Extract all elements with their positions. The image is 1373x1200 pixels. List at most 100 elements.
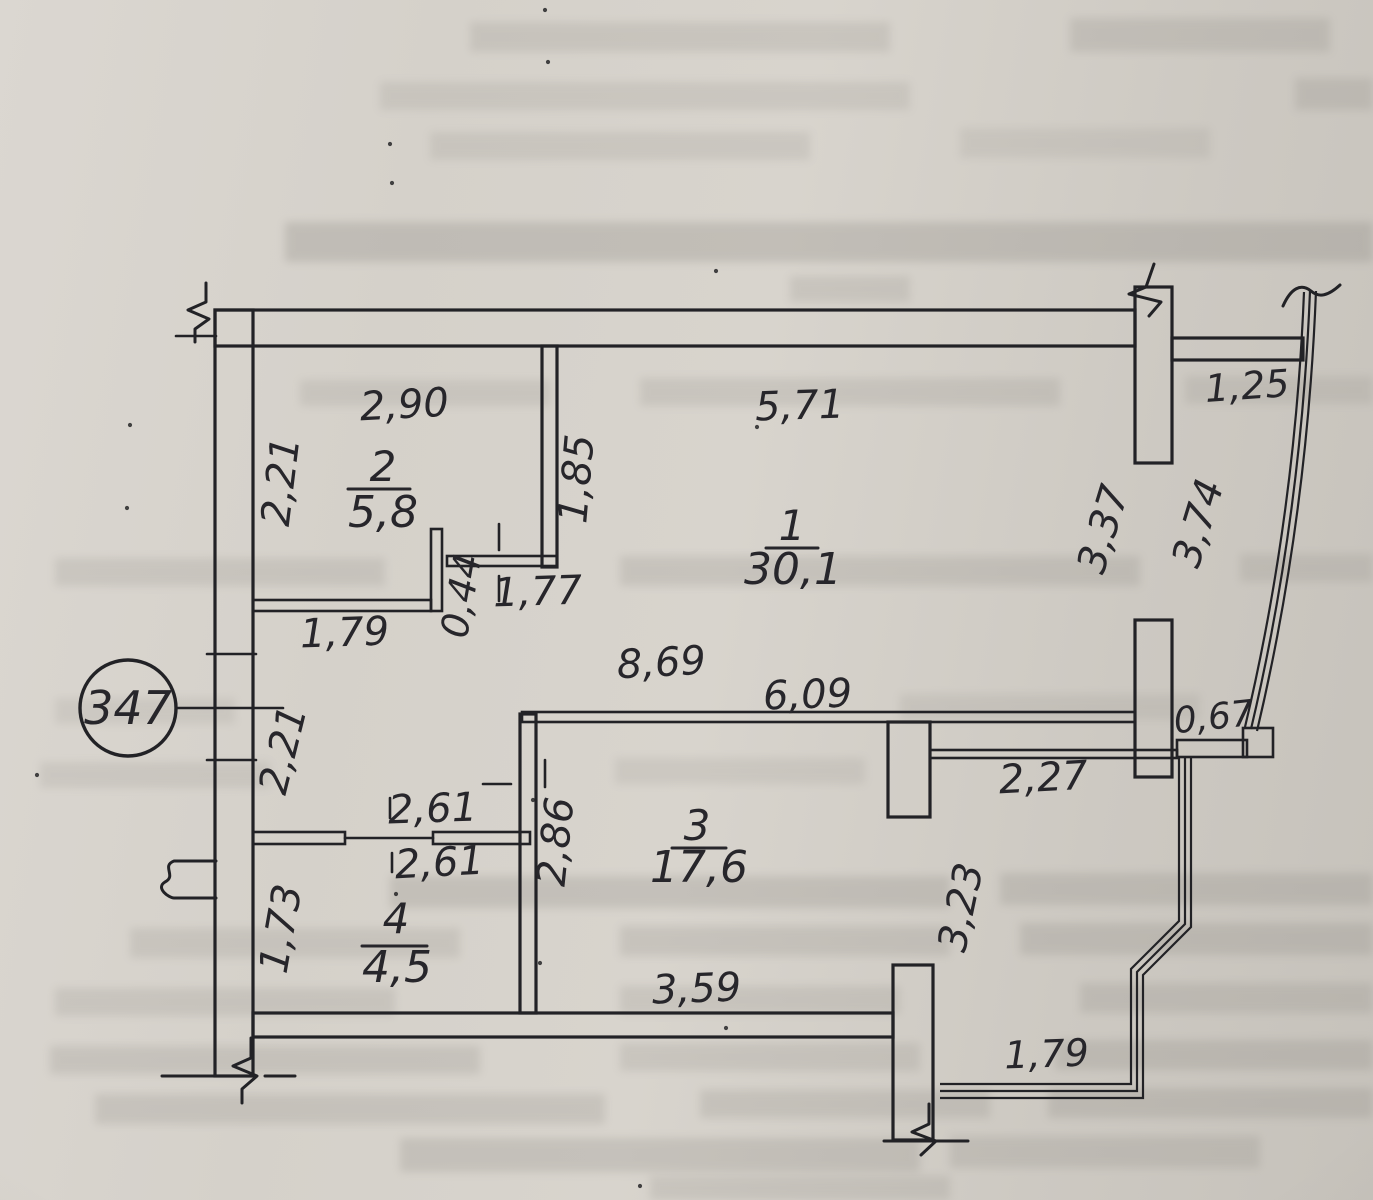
bleed-through-text-bar [615,758,865,784]
dim-1-79-loggia: 1,79 [1003,1031,1089,1078]
dimension-ticks [176,522,547,874]
room-3-area: 17,6 [650,842,748,893]
bleed-through-text-bar [1048,1088,1373,1118]
room-4-number: 4 [383,894,410,943]
bleed-through-text-bar [380,82,910,110]
dim-1-73: 1,73 [251,881,312,977]
bleed-through-text-bar [430,132,810,160]
scan-speck [393,891,399,897]
bleed-through-text-bar [1020,923,1373,955]
bleed-through-text-bar [620,1043,920,1071]
scan-speck [723,1025,729,1031]
bleed-through-text-bar [1000,873,1373,905]
scan-speck [127,422,133,428]
wall-067 [1175,738,1249,759]
wall-room2-step [445,554,559,568]
wall-room4-top-left [251,830,347,846]
scan-speck [537,960,543,966]
wall-loggia-pillar-upper [886,720,932,819]
bleed-through-text-bar [400,1138,920,1172]
bleed-through-text-bar [1240,554,1373,582]
bleed-through-text-bar [55,558,385,586]
bleed-through-text-bar [700,1090,990,1118]
scan-speck [542,7,548,13]
bleed-through-text-bar [300,380,550,406]
room-4-area: 4,5 [362,942,432,993]
bleed-through-text-bar [790,276,910,302]
curved-glazing-line-outer [1255,290,1318,732]
wall-stub-044 [429,527,444,613]
bleed-through-text-bar [50,1046,480,1074]
loggia-glazing-line-outer [940,758,1193,1100]
room-label-4: 4 4,5 [360,894,432,993]
dim-2-27: 2,27 [998,753,1090,804]
scan-speck [545,59,551,65]
wall-room1-room3-partition [520,710,1137,724]
room-1-number: 1 [779,501,806,550]
bleed-through-text-bar [960,128,1210,158]
bleed-through-text-bar [470,22,890,52]
wall-room2-bottom [251,598,433,613]
wall-room2-right [540,344,559,569]
bleed-through-text-bar [620,556,1140,586]
scan-speck [637,1183,643,1189]
room-label-2: 2 5,8 [346,442,418,538]
wall-pillar-mid-right [1133,618,1174,779]
bleed-through-text-bar [900,694,1200,720]
curved-glazing-line-mid [1249,290,1312,730]
break-symbol-left-middle [160,859,218,900]
walls [213,285,1305,1142]
scan-speck [530,797,536,803]
dim-2-86: 2,86 [529,795,584,888]
dim-1-85: 1,85 [550,433,604,526]
glazing-break-curl [1281,283,1342,308]
dim-2-21-lower: 2,21 [250,701,316,799]
room-2-area: 5,8 [348,487,418,538]
loggia-glazing-line-mid [940,758,1187,1093]
room-3-number: 3 [684,801,711,850]
bleed-through-text-bar [95,1094,605,1124]
apartment-number-callout: 347 [78,658,178,758]
dim-6-09: 6,09 [762,670,853,719]
dim-3-23: 3,23 [930,859,994,956]
scan-speck [34,772,40,778]
bleed-through-text-bar [620,986,900,1014]
balcony-glazing [940,283,1342,1100]
dim-3-74: 3,74 [1164,474,1234,573]
bleed-through-text-bar [640,378,1060,406]
dim-1-25: 1,25 [1203,361,1290,411]
bleed-through-text-bar [950,1136,1260,1168]
dim-1-77: 1,77 [492,567,583,616]
break-symbol-top-left [186,281,211,344]
bleed-through-text-bar [650,1176,950,1200]
bleed-through-text-bar [40,762,270,788]
apartment-number-circle [78,658,178,758]
scan-speck [124,505,130,511]
bleed-through-text-bar [620,926,950,956]
bleed-through-text-bar [285,222,1373,262]
room-1-area: 30,1 [744,544,842,595]
scan-speck [387,141,393,147]
room-label-1: 1 30,1 [744,501,842,595]
room-label-3: 3 17,6 [650,801,748,893]
bleed-through-text-bar [130,928,460,958]
scan-speck [754,424,760,430]
dim-8-69: 8,69 [616,638,707,689]
dim-0-67: 0,67 [1172,693,1256,742]
dim-1-79-room2: 1,79 [299,608,390,657]
break-symbol-top-right [1127,262,1163,318]
dim-5-71: 5,71 [754,381,845,430]
scan-speck [713,268,719,274]
scan-speck [389,180,395,186]
wall-balcony-stub [1170,336,1305,362]
dim-2-61-upper: 2,61 [387,784,478,833]
wall-bottom-exterior [251,1011,895,1039]
curved-glazing-line-inner [1243,291,1306,728]
room-2-number: 2 [370,442,397,491]
bleed-through-text-bar [55,988,395,1016]
bleed-through-artifacts [40,18,1373,1200]
dim-2-61-lower: 2,61 [394,838,485,889]
scan-specks [34,7,760,1189]
